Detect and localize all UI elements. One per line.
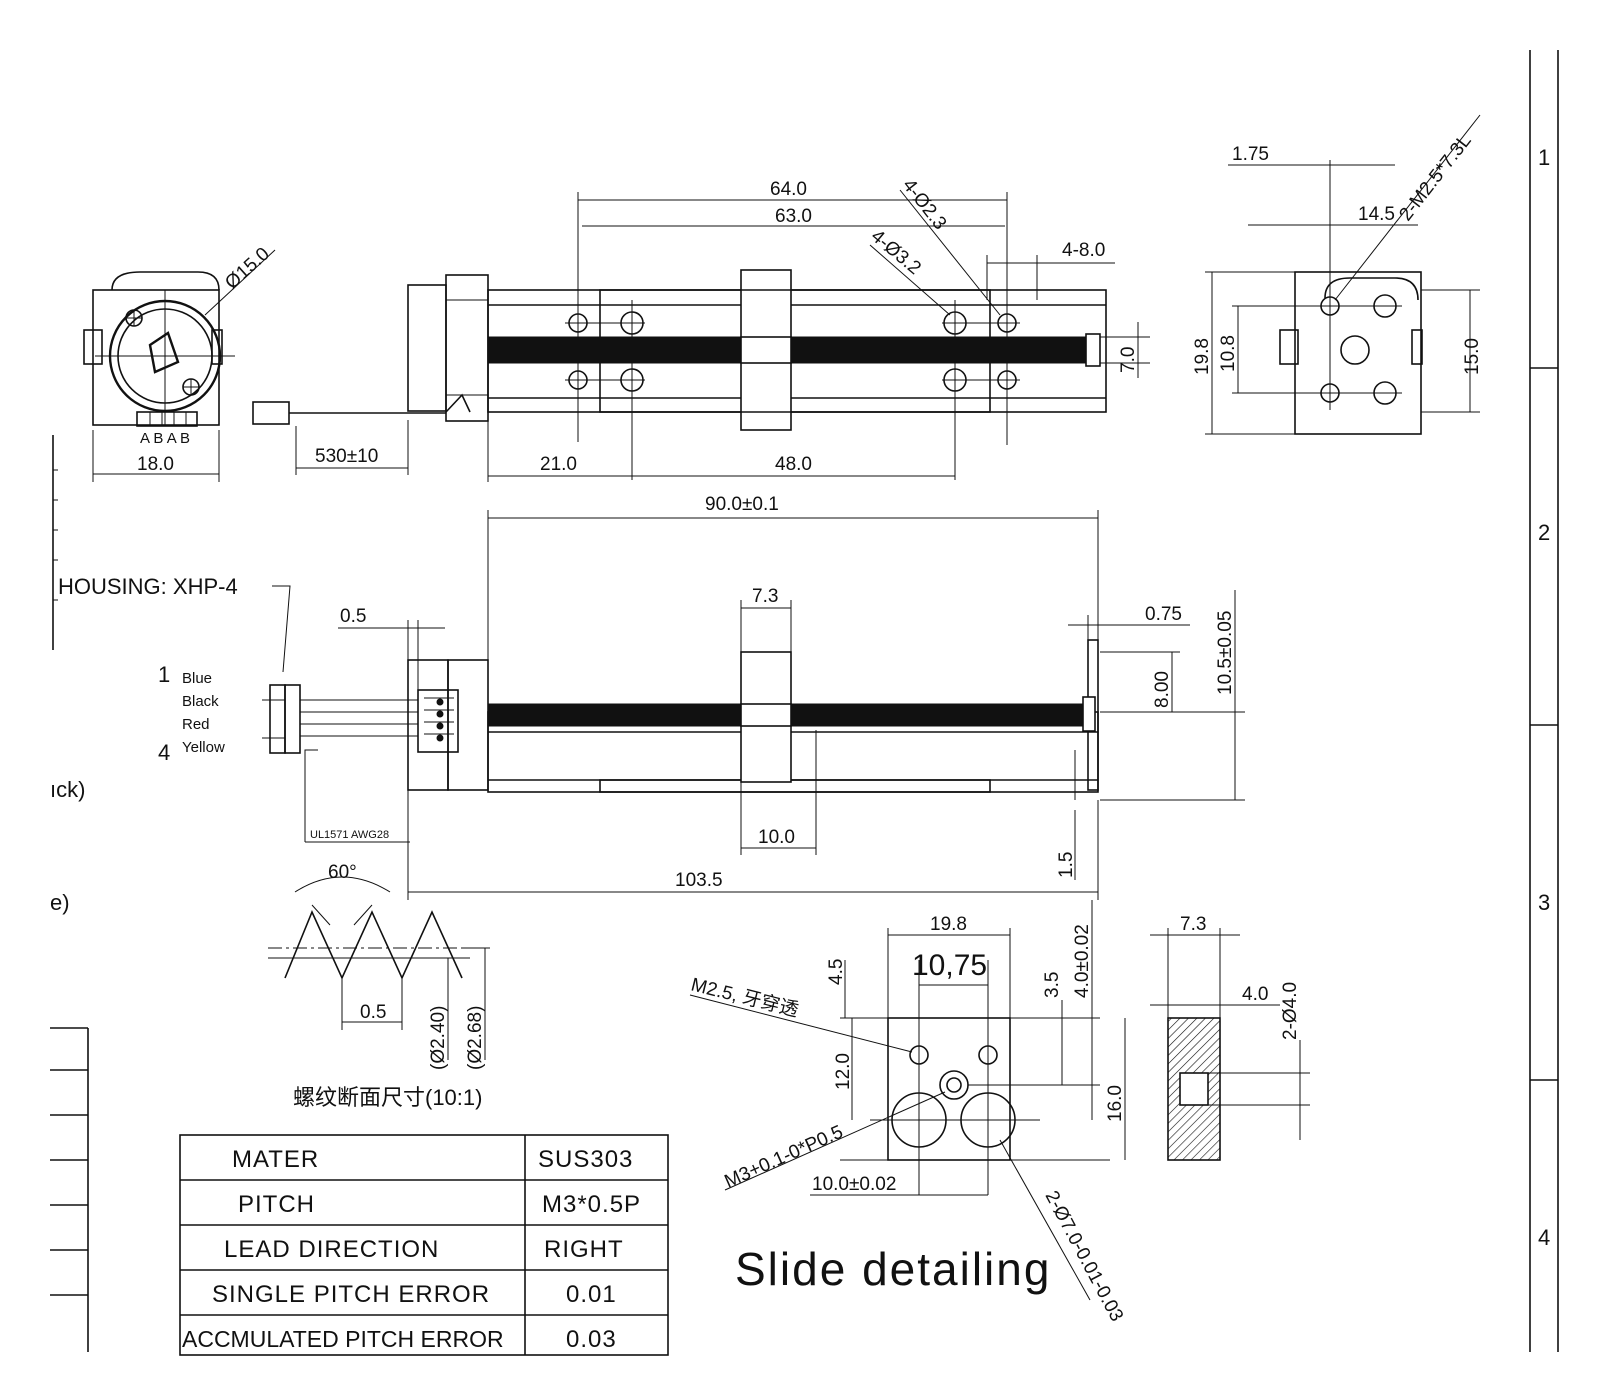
zone-label: 1: [1538, 145, 1550, 170]
table-row-label: LEAD DIRECTION: [224, 1236, 439, 1263]
dim-15-0: 15.0: [1462, 338, 1483, 375]
dim-48: 48.0: [775, 454, 812, 475]
dim-63: 63.0: [775, 206, 812, 227]
table-row-label: MATER: [232, 1146, 319, 1173]
wire-color: Yellow: [182, 739, 225, 756]
table-row-label: SINGLE PITCH ERROR: [212, 1281, 490, 1308]
dim-dia-15: Ø15.0: [221, 243, 274, 293]
dim-thread-m25: 2-M2.5*7.3L: [1395, 131, 1475, 226]
dim-10-5: 10.5±0.05: [1215, 611, 1236, 695]
pin-number-last: 4: [158, 740, 170, 765]
left-edge-marks: ıck) e): [50, 435, 89, 1352]
thread-dia-major: (Ø2.68): [465, 1006, 486, 1070]
dim-14-5: 14.5: [1358, 204, 1395, 225]
table-row-label: PITCH: [238, 1191, 315, 1218]
right-end-view: 1.75 14.5 2-M2.5*7.3L 19.8 10.8 15.0: [1192, 114, 1483, 435]
spec-table: MATER SUS303 PITCH M3*0.5P LEAD DIRECTIO…: [179, 1134, 669, 1356]
table-row-value: RIGHT: [544, 1236, 624, 1263]
thread-section: 60° 0.5 (Ø2.40) (Ø2.68) 螺纹断面尺寸(10:1): [268, 862, 490, 1110]
dim-64: 64.0: [770, 179, 807, 200]
table-row-value: SUS303: [538, 1146, 633, 1173]
dim-0-5-side: 0.5: [340, 606, 366, 627]
edge-text: ıck): [50, 777, 85, 802]
wire-color: Red: [182, 716, 210, 733]
dim-90: 90.0±0.1: [705, 494, 779, 515]
wire-color: Blue: [182, 670, 212, 687]
side-view: 90.0±0.1 7.3 0.5 0.75 8.00 10.5±0.05 10.…: [58, 494, 1245, 900]
thread-pitch: 0.5: [360, 1002, 386, 1023]
border-frame: 1 2 3 4: [1529, 50, 1559, 1352]
thread-dia-minor: (Ø2.40): [428, 1006, 449, 1070]
dim-slot-8: 4-8.0: [1062, 240, 1105, 261]
section-dim-7-3: 7.3: [1180, 914, 1206, 935]
table-row-value: 0.01: [566, 1281, 617, 1308]
slide-detail-view: 19.8 10,75 4.5 3.5 4.0±0.02 16.0 12.0 M2…: [689, 900, 1127, 1325]
pin-number-first: 1: [158, 662, 170, 687]
slide-detail-title: Slide detailing: [735, 1243, 1051, 1295]
detail-dim-10-0: 10.0±0.02: [812, 1174, 896, 1195]
detail-thread-m25: M2.5, 牙穿透: [689, 974, 801, 1022]
dim-7-3: 7.3: [752, 586, 778, 607]
cable-spec: UL1571 AWG28: [310, 829, 389, 841]
zone-label: 3: [1538, 890, 1550, 915]
dim-10-0-side: 10.0: [758, 827, 795, 848]
zone-label: 2: [1538, 520, 1550, 545]
dim-103-5: 103.5: [675, 870, 723, 891]
housing-label: HOUSING: XHP-4: [58, 574, 238, 599]
dim-width-18: 18.0: [137, 454, 174, 475]
dim-1-75: 1.75: [1232, 144, 1269, 165]
table-row-value: M3*0.5P: [542, 1191, 641, 1218]
dim-8-00: 8.00: [1152, 671, 1173, 708]
detail-dim-12-0: 12.0: [833, 1053, 854, 1090]
detail-dim-19-8: 19.8: [930, 914, 967, 935]
detail-dim-4-0: 4.0±0.02: [1072, 924, 1093, 998]
dim-holes-2-3: 4-Ø2.3: [898, 175, 950, 234]
thread-caption: 螺纹断面尺寸(10:1): [293, 1085, 482, 1110]
pin-labels: A B A B: [140, 430, 190, 447]
dim-cable-530: 530±10: [315, 446, 378, 467]
dim-0-75: 0.75: [1145, 604, 1182, 625]
thread-angle: 60°: [328, 862, 357, 883]
section-dim-4-0: 4.0: [1242, 984, 1268, 1005]
detail-dim-10-75: 10,75: [912, 949, 987, 982]
table-row-value: 0.03: [566, 1326, 617, 1353]
zone-label: 4: [1538, 1225, 1550, 1250]
dim-height-7: 7.0: [1118, 347, 1139, 373]
dim-1-5: 1.5: [1056, 852, 1077, 878]
detail-dim-16-0: 16.0: [1105, 1085, 1126, 1122]
top-view: 64.0 63.0 4-Ø2.3 4-Ø3.2 4-8.0 7.0 21.0 4…: [252, 175, 1150, 482]
motor-end-view: A B A B Ø15.0 18.0: [83, 243, 276, 482]
dim-holes-3-2: 4-Ø3.2: [867, 226, 925, 279]
slide-section-view: 7.3 4.0 2-Ø4.0: [1150, 914, 1310, 1161]
edge-text: e): [50, 890, 70, 915]
wire-color: Black: [182, 693, 219, 710]
detail-dim-4-5: 4.5: [826, 959, 847, 985]
detail-bore: 2-Ø7.0-0.01-0.03: [1041, 1187, 1127, 1325]
dim-10-8: 10.8: [1218, 335, 1239, 372]
table-row-label: ACCMULATED PITCH ERROR: [182, 1326, 504, 1352]
section-bore: 2-Ø4.0: [1280, 982, 1301, 1040]
dim-19-8: 19.8: [1192, 338, 1213, 375]
dim-21: 21.0: [540, 454, 577, 475]
detail-dim-3-5: 3.5: [1042, 972, 1063, 998]
